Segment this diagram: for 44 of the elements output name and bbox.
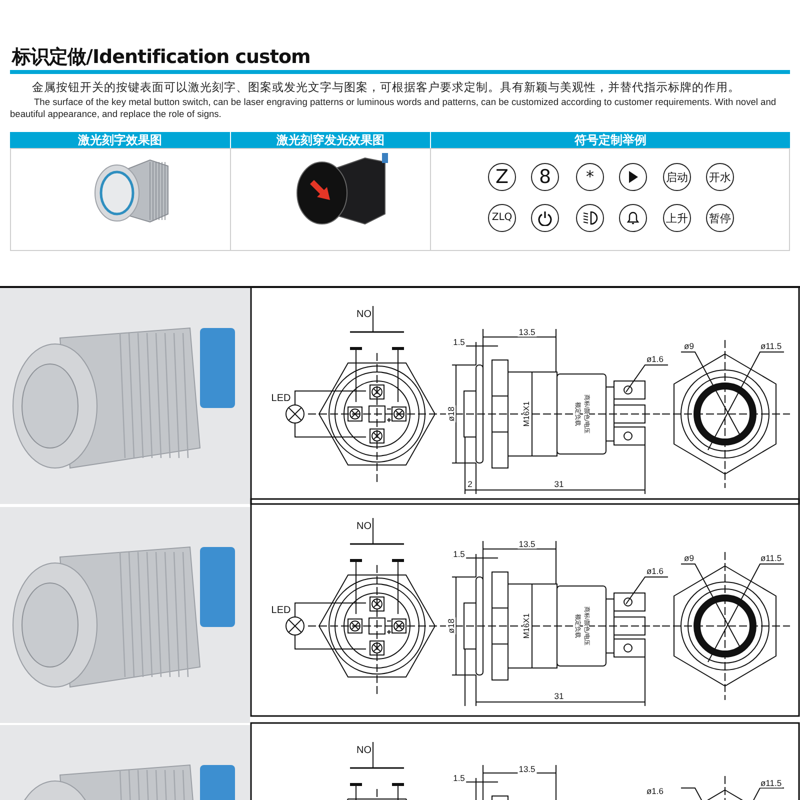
symbol-circle: 8	[531, 163, 559, 191]
description-text: 金属按钮开关的按键表面可以激光刻字、图案或发光文字与图案，可根据客户要求定制。具有新颖与美观性，并替代指示标牌的作用。	[32, 80, 740, 94]
drawing-label: M16X1	[523, 612, 531, 640]
description-text: The surface of the key metal button switch, can be laser engraving patterns or luminous words and patterns, can be customized according to customer requirements. With novel and beautiful appearance, and replace the role of signs.	[10, 97, 778, 120]
drawing-label: LED	[270, 394, 292, 404]
symbol-circle: *	[576, 163, 604, 191]
symbol-circle	[531, 204, 559, 232]
drawing-label: NO	[356, 522, 372, 532]
symbol-circle: 启动	[663, 163, 691, 191]
symbol-circle: 上升	[663, 204, 691, 232]
drawing-label: ø9	[683, 554, 695, 562]
symbol-circle: 开水	[706, 163, 734, 191]
drawing-label: 13.5	[518, 764, 536, 774]
drawing-label: ø11.5	[759, 342, 783, 350]
drawing-label: 2	[466, 480, 474, 488]
drawing-label: ø1.6	[646, 354, 664, 364]
drawing-label: 13.5	[518, 540, 536, 548]
symbol-circle	[619, 163, 647, 191]
drawing-label: 13.5	[518, 328, 536, 336]
drawing-label: ø1.6	[646, 786, 664, 796]
drawing-label: ø9	[683, 342, 695, 350]
symbol-circle	[576, 204, 604, 232]
drawing-label: NO	[356, 310, 372, 320]
drawing-label: 31	[553, 692, 565, 700]
drawing-label: ø1.6	[646, 566, 664, 576]
drawing-label: 1.5	[452, 550, 466, 558]
drawing-label: 1.5	[452, 774, 466, 782]
page-title: 标识定做/Identification custom	[12, 48, 310, 67]
drawing-label: 31	[553, 480, 565, 488]
drawing-label: ø18	[446, 618, 456, 634]
drawing-label: LED	[270, 606, 292, 616]
drawing-label: M16X1	[523, 400, 531, 428]
symbol-circle: 暂停	[706, 204, 734, 232]
drawing-label: ø11.5	[759, 554, 783, 562]
symbol-circle	[619, 204, 647, 232]
table-header: 激光刻字效果图	[10, 132, 230, 148]
drawing-label: ø18	[446, 406, 456, 422]
drawing-label: NO	[356, 746, 372, 756]
drawing-label: ø11.5	[759, 778, 783, 788]
symbol-circle: ZLQ	[488, 204, 516, 232]
symbol-circle: Z	[488, 163, 516, 191]
table-header: 符号定制举例	[431, 132, 790, 148]
table-header: 激光刻穿发光效果图	[231, 132, 430, 148]
drawing-label: 1.5	[452, 338, 466, 346]
